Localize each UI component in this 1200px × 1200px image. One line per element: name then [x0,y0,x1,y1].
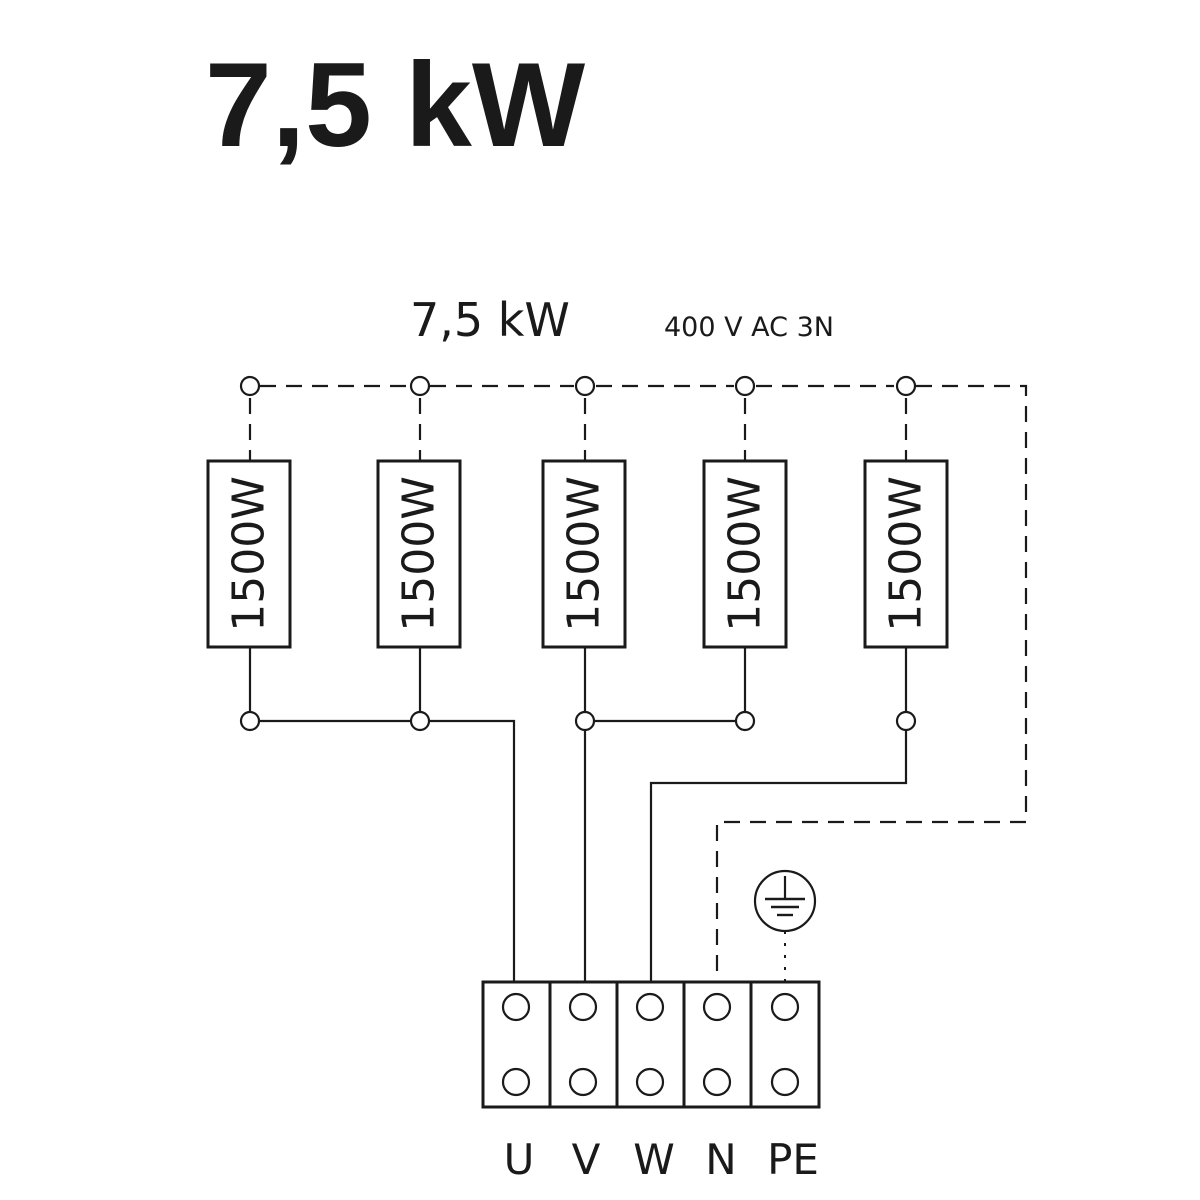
wire-w [649,730,908,982]
top-dashed-bus [260,384,1028,982]
heater-element-4: 1500W [702,459,788,649]
wire-u [429,719,516,982]
terminal-label-u: U [504,1135,535,1184]
terminal-screw [568,1067,598,1097]
heater-rating: 1500W [881,476,932,631]
heater-rating: 1500W [224,476,275,631]
bottom-node [734,710,756,732]
main-title: 7,5 kW [205,38,586,172]
heater-element-2: 1500W [376,459,462,649]
terminal-screw [770,1067,800,1097]
bottom-node [239,710,261,732]
heater-rating: 1500W [559,476,610,631]
top-node [574,375,596,397]
terminal-pe [770,992,800,1097]
heater-element-5: 1500W [863,459,949,649]
phase-wiring [259,719,908,982]
supply-voltage-label: 400 V AC 3N [664,312,834,343]
terminal-screw [568,992,598,1022]
top-node [895,375,917,397]
terminal-labels: U V W N PE [504,1135,819,1184]
terminal-block [481,980,821,1109]
top-node [409,375,431,397]
protective-earth-icon [753,869,817,982]
heater-element-3: 1500W [541,459,627,649]
terminal-screw [702,992,732,1022]
bottom-node [409,710,431,732]
terminal-n [702,992,732,1097]
bottom-node [895,710,917,732]
heater-rating: 1500W [720,476,771,631]
terminal-label-v: V [572,1135,601,1184]
top-node [239,375,261,397]
top-nodes [239,375,917,397]
terminal-label-w: W [633,1135,675,1184]
bottom-node [574,710,596,732]
bottom-nodes [239,710,917,732]
terminal-v [568,992,598,1097]
terminal-label-n: N [705,1135,736,1184]
terminal-screw [501,1067,531,1097]
top-stubs [248,398,908,461]
heater-rating: 1500W [394,476,445,631]
terminal-u [501,992,531,1097]
terminal-screw [770,992,800,1022]
terminal-screw [702,1067,732,1097]
terminal-w [635,992,665,1097]
bottom-stubs [248,647,908,712]
top-node [734,375,756,397]
terminal-screw [501,992,531,1022]
terminal-label-pe: PE [767,1135,819,1184]
heater-element-1: 1500W [206,459,292,649]
power-rating-label: 7,5 kW [410,293,570,347]
terminal-screw [635,992,665,1022]
terminal-screw [635,1067,665,1097]
